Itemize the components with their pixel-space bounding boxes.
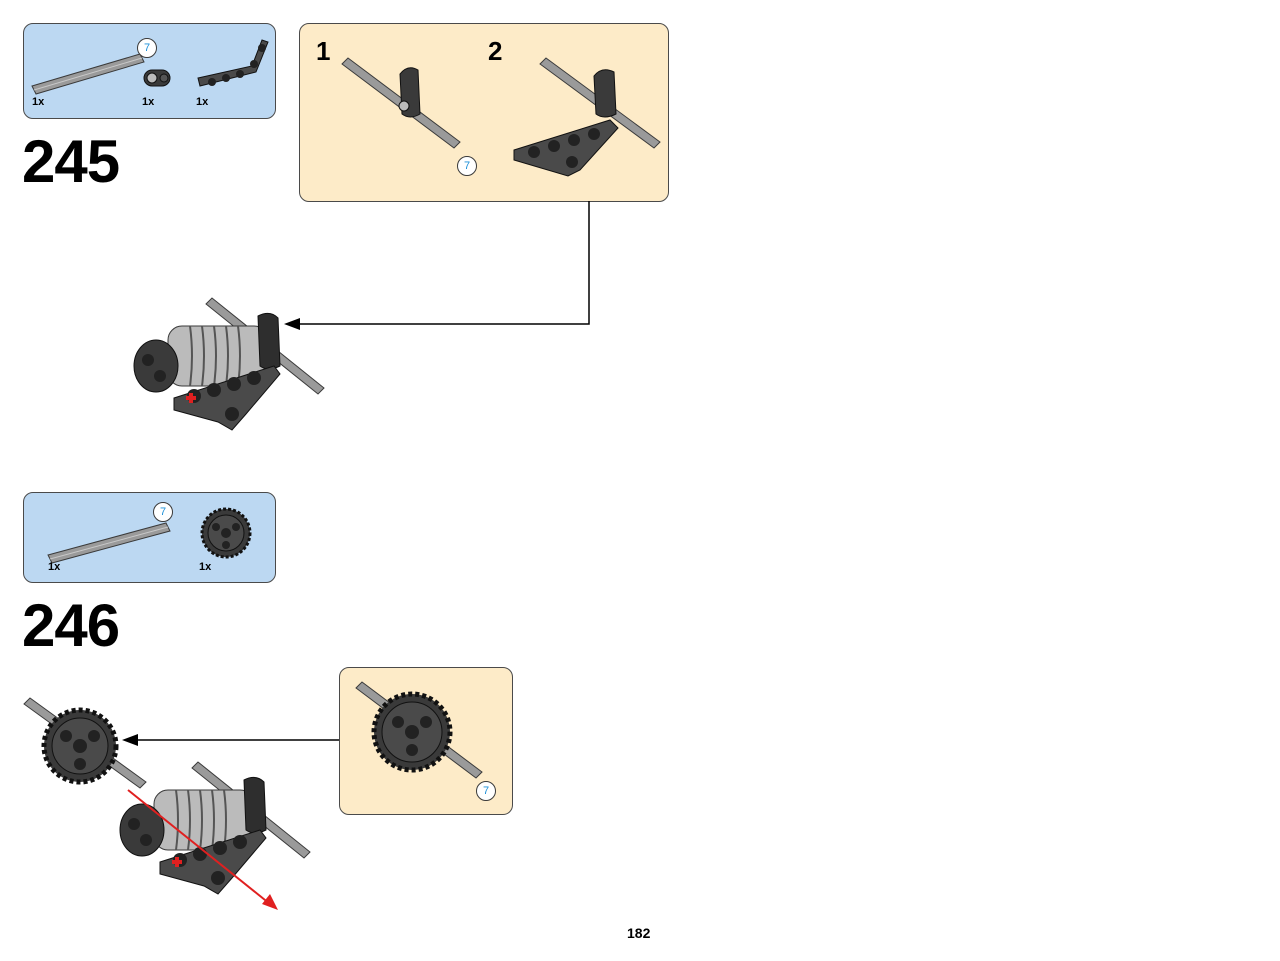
substep-2-illustration <box>513 57 661 177</box>
triangle-beam-part-icon <box>197 39 269 87</box>
substep-number: 1 <box>316 36 331 66</box>
length-badge: 7 <box>153 502 173 522</box>
length-badge: 7 <box>476 781 496 801</box>
axle-part-icon <box>47 522 171 564</box>
gear-on-axle-illustration <box>355 681 483 779</box>
gear-axle-insert-illustration <box>23 697 147 789</box>
subassembly-box-245: 1 2 7 <box>299 23 669 202</box>
part-qty: 1x <box>32 96 45 108</box>
page-number: 182 <box>627 925 651 941</box>
length-badge: 7 <box>457 156 477 176</box>
substep-1-illustration <box>341 57 461 149</box>
connector-part-icon <box>143 69 171 87</box>
step-number: 245 <box>22 128 120 195</box>
parts-list-step-245: 7 1x 1x 1x <box>23 23 276 119</box>
assembly-illustration-245 <box>133 297 325 431</box>
part-qty: 1x <box>196 96 209 108</box>
length-badge: 7 <box>137 38 157 58</box>
subassembly-box-246: 7 <box>339 667 513 815</box>
parts-list-step-246: 7 1x 1x <box>23 492 276 583</box>
part-qty: 1x <box>142 96 155 108</box>
assembly-illustration-246 <box>119 761 311 895</box>
substep-number: 2 <box>488 36 503 66</box>
axle-part-icon <box>31 53 145 95</box>
part-qty: 1x <box>48 561 61 573</box>
part-qty: 1x <box>199 561 212 573</box>
gear-part-icon <box>200 507 252 559</box>
step-number: 246 <box>22 592 120 659</box>
